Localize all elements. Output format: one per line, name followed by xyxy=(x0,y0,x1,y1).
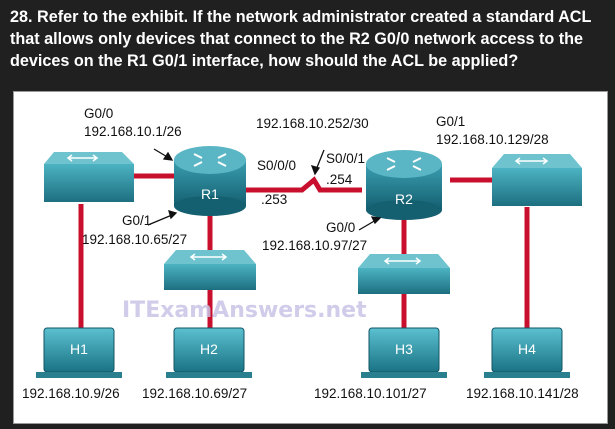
r1-g00-ip: 192.168.10.1/26 xyxy=(84,124,182,139)
network-diagram: R1 R2 H1 H2 xyxy=(22,106,582,401)
r2-g01-ip: 192.168.10.129/28 xyxy=(436,132,549,147)
switch-icon xyxy=(492,154,582,206)
r1-s000-name: S0/0/0 xyxy=(257,158,296,173)
host-label: H1 xyxy=(70,341,88,357)
network-exhibit: R1 R2 H1 H2 xyxy=(13,91,608,424)
switch-icon xyxy=(358,254,450,294)
r1-s000-host: .253 xyxy=(261,192,287,207)
switch-icon xyxy=(164,250,256,290)
host-h3: H3 xyxy=(361,327,447,378)
router-r1: R1 xyxy=(174,146,246,216)
host-h2: H2 xyxy=(166,327,252,378)
link-serial xyxy=(244,176,362,193)
r1-g00-name: G0/0 xyxy=(84,106,113,121)
r1-g01-ip: 192.168.10.65/27 xyxy=(82,232,187,247)
router-r2: R2 xyxy=(366,150,442,220)
host-h1: H1 xyxy=(36,327,122,378)
host-ip: 192.168.10.9/26 xyxy=(22,386,120,401)
serial-network: 192.168.10.252/30 xyxy=(256,116,369,131)
host-label: H3 xyxy=(395,341,413,357)
r2-s001-name: S0/0/1 xyxy=(326,151,365,166)
pointer-arrows xyxy=(147,148,382,231)
host-h4: H4 xyxy=(484,327,570,378)
r2-g00-ip: 192.168.10.97/27 xyxy=(262,238,367,253)
host-label: H2 xyxy=(200,341,218,357)
watermark: ITExamAnswers.net xyxy=(122,298,367,323)
router-label: R1 xyxy=(201,186,219,202)
host-label: H4 xyxy=(518,341,536,357)
switch-icon xyxy=(44,152,134,202)
r2-s001-host: .254 xyxy=(326,172,353,187)
host-ip: 192.168.10.141/28 xyxy=(466,386,579,401)
host-ip: 192.168.10.69/27 xyxy=(142,386,247,401)
r2-g01-name: G0/1 xyxy=(436,114,465,129)
question-text: 28. Refer to the exhibit. If the network… xyxy=(10,8,592,70)
host-ip: 192.168.10.101/27 xyxy=(314,386,427,401)
r2-g00-name: G0/0 xyxy=(326,220,355,235)
r1-g01-name: G0/1 xyxy=(122,213,151,228)
router-label: R2 xyxy=(395,191,413,207)
